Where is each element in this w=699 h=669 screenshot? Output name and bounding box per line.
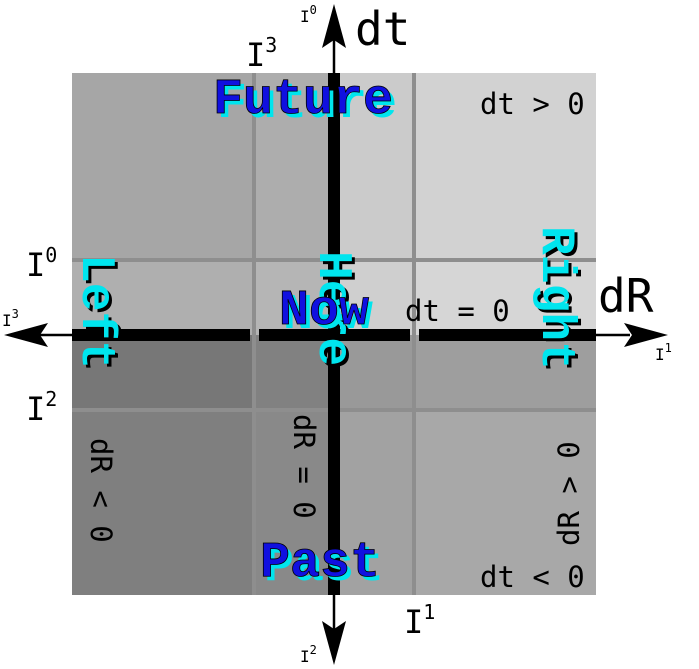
lower-mid-i-label: I1 (404, 600, 435, 641)
axis-bars (72, 73, 596, 595)
here-label: Here (305, 251, 359, 366)
now-shadow: Now (283, 287, 373, 344)
arrow-left-icon (4, 323, 48, 347)
left-axis-i-label: I3 (2, 307, 19, 330)
here-shadow: Here (308, 254, 362, 369)
right-axis-i-label: I1 (655, 341, 672, 364)
quadrant-lower-right (334, 335, 596, 595)
future-label: Future (213, 72, 393, 129)
quadrant-upper-left (72, 73, 334, 335)
vertical-axis-label: dt (355, 2, 410, 56)
upper-mid-i-label: I3 (246, 33, 277, 74)
arrow-down-icon (322, 621, 346, 665)
arrow-right-icon (624, 323, 668, 347)
now-label: Now (279, 283, 369, 340)
left-upper-i-label: I0 (26, 243, 57, 284)
left-label: Left (68, 254, 122, 369)
right-shadow: Right (531, 229, 585, 373)
bottom-axis-i-label: I2 (300, 643, 317, 666)
left-shadow: Left (71, 257, 125, 372)
quadrant-lower-left (72, 335, 334, 595)
left-lower-i-label: I2 (26, 387, 57, 428)
dR-zero-label: dR = 0 (287, 414, 321, 519)
horizontal-axis-label: dR (598, 269, 654, 323)
past-label: Past (260, 535, 380, 592)
dt-zero-label: dt = 0 (405, 294, 510, 328)
dR-negative-label: dR < 0 (84, 438, 118, 543)
arrow-up-icon (322, 4, 346, 48)
dt-negative-label: dt < 0 (480, 560, 585, 594)
quadrant-upper-right (334, 73, 596, 335)
dR-positive-label: dR > 0 (552, 441, 586, 546)
right-label: Right (528, 226, 582, 370)
dt-positive-label: dt > 0 (480, 87, 585, 121)
future-shadow: Future (217, 76, 397, 133)
top-axis-i-label: I0 (300, 3, 317, 26)
past-shadow: Past (264, 539, 384, 596)
